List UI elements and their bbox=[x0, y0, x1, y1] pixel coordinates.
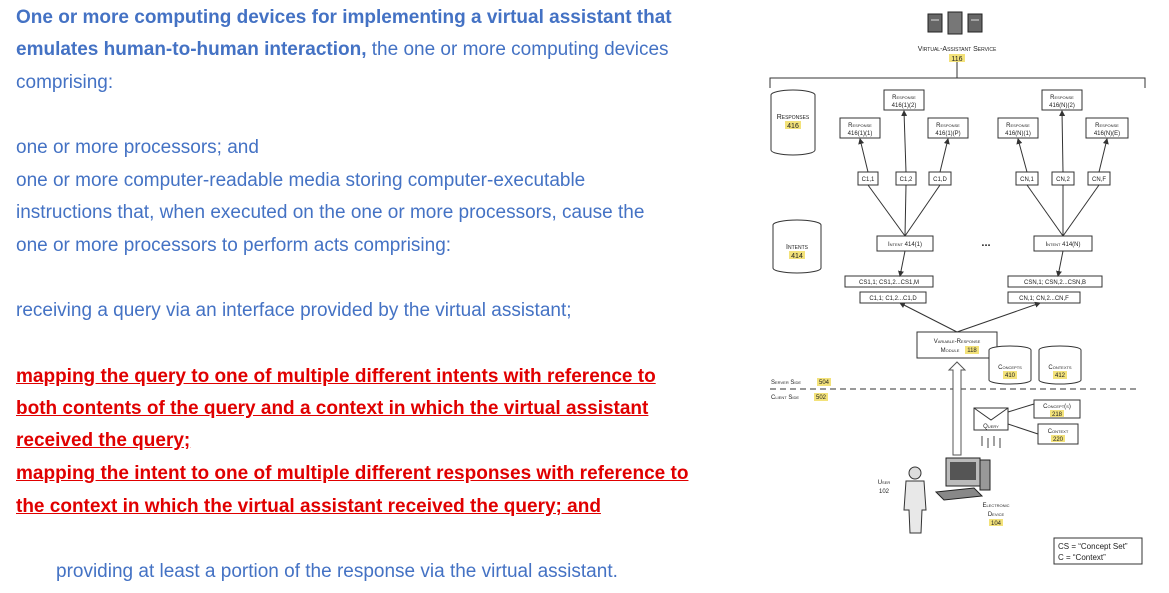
svg-text:218: 218 bbox=[1052, 412, 1063, 418]
contexts-database: Contexts 412 bbox=[1038, 345, 1082, 385]
intent-n-box: Intent 414(N) bbox=[1033, 235, 1093, 252]
response-n-2-box: Response 416(N)(2) bbox=[1041, 89, 1083, 111]
user-figure-icon bbox=[903, 466, 927, 534]
legend-c: C = “Context” bbox=[1058, 553, 1106, 562]
client-side-label: Client Side bbox=[771, 395, 799, 401]
responses-database: Responses 416 bbox=[770, 89, 816, 156]
query-context-box: Context 220 bbox=[1037, 423, 1079, 445]
response-n-1-box: Response 416(N)(1) bbox=[997, 117, 1039, 139]
intents-number: 414 bbox=[791, 253, 803, 260]
svg-text:CN,F: CN,F bbox=[1092, 177, 1106, 183]
server-side-number: 504 bbox=[819, 380, 830, 386]
user-number: 102 bbox=[879, 489, 890, 495]
svg-text:416(1)(P): 416(1)(P) bbox=[935, 131, 960, 137]
server-icon bbox=[927, 11, 983, 35]
svg-text:Intent 414(N): Intent 414(N) bbox=[1045, 242, 1080, 248]
svg-text:CS1,1; CS1,2...CS1,M: CS1,1; CS1,2...CS1,M bbox=[859, 280, 919, 286]
svg-text:C1,1; C1,2...C1,D: C1,1; C1,2...C1,D bbox=[869, 296, 917, 302]
svg-text:Contexts: Contexts bbox=[1048, 365, 1072, 371]
concept-set-n-box: CSN,1; CSN,2...CSN,B CN,1; CN,2...CN,F bbox=[1007, 275, 1103, 304]
svg-text:Response: Response bbox=[1006, 123, 1030, 129]
svg-text:118: 118 bbox=[967, 348, 977, 354]
intent-1-box: Intent 414(1) bbox=[876, 235, 934, 252]
claim-title-line-2: emulates human-to-human interaction, the… bbox=[16, 38, 669, 62]
variable-response-module: Variable-Response Module 118 bbox=[916, 331, 998, 359]
ellipsis: ... bbox=[981, 237, 990, 249]
svg-text:CSN,1; CSN,2...CSN,B: CSN,1; CSN,2...CSN,B bbox=[1024, 280, 1086, 286]
svg-text:Intent 414(1): Intent 414(1) bbox=[888, 242, 922, 248]
claim-line-providing: providing at least a portion of the resp… bbox=[56, 561, 618, 582]
claim-line-mapping-intent-1: mapping the intent to one of multiple di… bbox=[16, 463, 689, 484]
svg-text:416(1)(2): 416(1)(2) bbox=[892, 103, 917, 109]
claim-title-line-1: One or more computing devices for implem… bbox=[16, 7, 672, 28]
claim-line-mapping-query-1: mapping the query to one of multiple dif… bbox=[16, 366, 656, 387]
svg-text:Response: Response bbox=[936, 123, 960, 129]
intents-database: Intents 414 bbox=[772, 219, 822, 274]
computer-icon bbox=[934, 457, 991, 501]
svg-text:C1,D: C1,D bbox=[933, 177, 947, 183]
server-side-label: Server Side bbox=[771, 380, 801, 386]
service-label: Virtual-Assistant Service bbox=[918, 46, 997, 53]
context-boxes-n: CN,1 CN,2 CN,F bbox=[1015, 171, 1111, 186]
svg-text:Context: Context bbox=[1048, 429, 1069, 435]
svg-text:C1,2: C1,2 bbox=[900, 177, 913, 183]
response-1-p-box: Response 416(1)(P) bbox=[927, 117, 969, 139]
svg-text:Response: Response bbox=[892, 95, 916, 101]
user-label: User bbox=[878, 480, 891, 486]
claim-line-processors: one or more processors; and bbox=[16, 137, 259, 158]
svg-text:CN,2: CN,2 bbox=[1056, 177, 1070, 183]
svg-text:410: 410 bbox=[1005, 373, 1016, 379]
legend: CS = “Concept Set” C = “Context” bbox=[1053, 537, 1143, 565]
svg-text:Variable-Response: Variable-Response bbox=[934, 339, 981, 345]
svg-text:C1,1: C1,1 bbox=[862, 177, 875, 183]
response-n-e-box: Response 416(N)(E) bbox=[1085, 117, 1129, 139]
svg-text:CN,1: CN,1 bbox=[1020, 177, 1034, 183]
context-boxes-1: C1,1 C1,2 C1,D bbox=[857, 171, 952, 186]
claim-line-instructions: instructions that, when executed on the … bbox=[16, 202, 645, 223]
claim-line-media: one or more computer-readable media stor… bbox=[16, 170, 586, 191]
claim-line-acts: one or more processors to perform acts c… bbox=[16, 235, 452, 256]
claim-line-mapping-query-3: received the query; bbox=[16, 430, 191, 451]
claim-line-comprising: comprising: bbox=[16, 72, 114, 93]
device-label-1: Electronic bbox=[982, 503, 1009, 509]
svg-text:416(1)(1): 416(1)(1) bbox=[848, 131, 873, 137]
claim-title-bold: emulates human-to-human interaction, bbox=[16, 39, 367, 60]
svg-text:220: 220 bbox=[1053, 437, 1064, 443]
claim-line-receiving: receiving a query via an interface provi… bbox=[16, 300, 572, 321]
query-concepts-box: Concept(s) 218 bbox=[1033, 399, 1081, 419]
svg-text:Module: Module bbox=[941, 348, 960, 354]
svg-text:416(N)(2): 416(N)(2) bbox=[1049, 103, 1075, 109]
svg-text:Response: Response bbox=[848, 123, 872, 129]
svg-text:Response: Response bbox=[1095, 123, 1119, 129]
response-1-1-box: Response 416(1)(1) bbox=[839, 117, 881, 139]
response-1-2-box: Response 416(1)(2) bbox=[883, 89, 925, 111]
service-number: 116 bbox=[951, 56, 962, 63]
claim-line-mapping-intent-2: the context in which the virtual assista… bbox=[16, 496, 601, 517]
intents-label: Intents bbox=[786, 244, 809, 251]
svg-text:Response: Response bbox=[1050, 95, 1074, 101]
svg-text:416(N)(E): 416(N)(E) bbox=[1094, 131, 1120, 137]
svg-text:Concepts: Concepts bbox=[998, 365, 1022, 371]
patent-diagram: Virtual-Assistant Service 116 Responses … bbox=[769, 11, 1146, 565]
svg-text:CN,1; CN,2...CN,F: CN,1; CN,2...CN,F bbox=[1019, 296, 1069, 302]
device-label-2: Device bbox=[988, 512, 1005, 518]
svg-text:412: 412 bbox=[1055, 373, 1066, 379]
legend-cs: CS = “Concept Set” bbox=[1058, 542, 1128, 551]
responses-label: Responses bbox=[777, 114, 810, 121]
svg-text:Concept(s): Concept(s) bbox=[1043, 404, 1071, 410]
svg-text:416(N)(1): 416(N)(1) bbox=[1005, 131, 1031, 137]
claim-title-rest: the one or more computing devices bbox=[366, 39, 669, 60]
claim-line-mapping-query-2: both contents of the query and a context… bbox=[16, 398, 649, 419]
client-side-number: 502 bbox=[816, 395, 827, 401]
query-envelope-icon: Query bbox=[973, 407, 1009, 448]
device-number: 104 bbox=[991, 521, 1002, 527]
responses-number: 416 bbox=[787, 123, 799, 130]
query-label: Query bbox=[983, 424, 999, 430]
concepts-database: Concepts 410 bbox=[988, 345, 1032, 385]
concept-set-1-box: CS1,1; CS1,2...CS1,M C1,1; C1,2...C1,D bbox=[844, 275, 934, 304]
